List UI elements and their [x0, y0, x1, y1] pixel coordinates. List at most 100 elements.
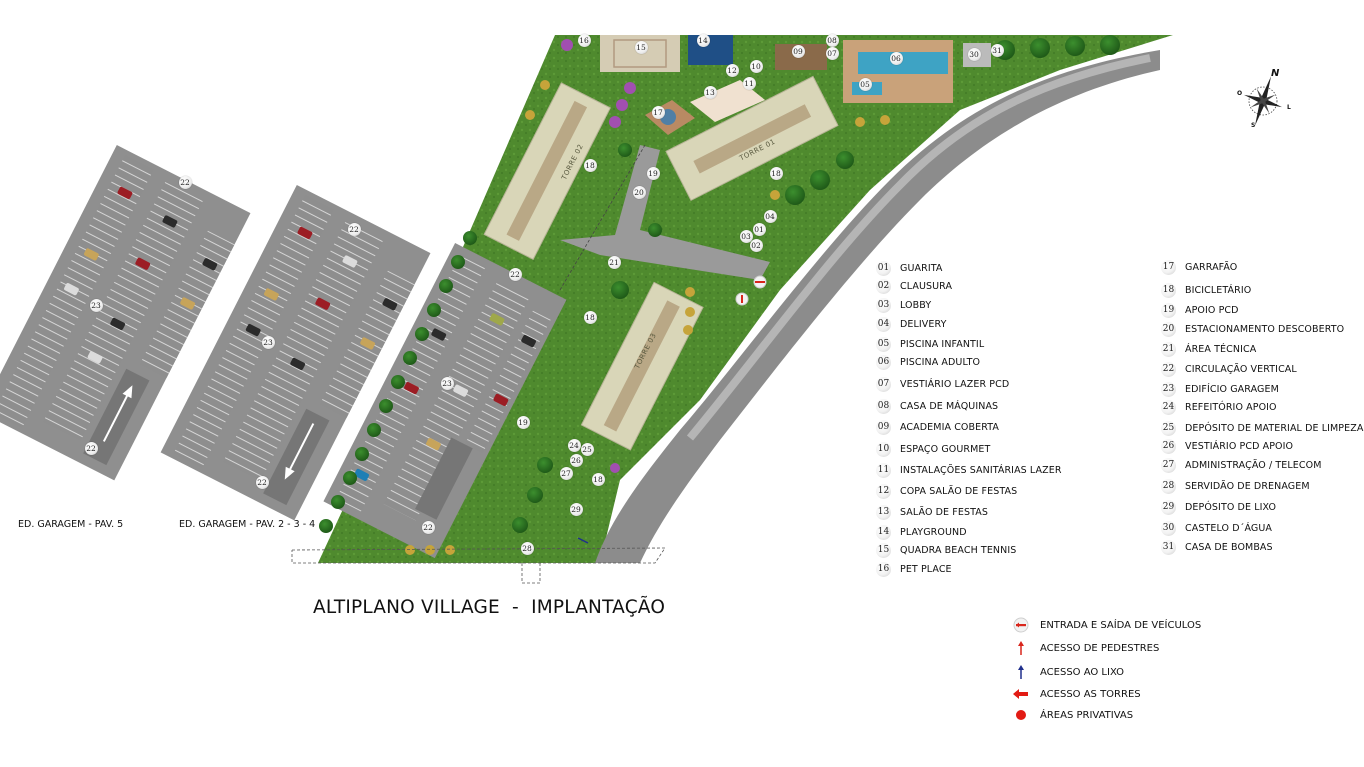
legend-number-badge: 19	[1161, 302, 1176, 318]
legend-number-badge: 15	[876, 542, 891, 558]
legend-label: COPA SALÃO DE FESTAS	[900, 485, 1018, 497]
legend-number-badge: 23	[1161, 381, 1176, 397]
legend-label: ÁREA TÉCNICA	[1185, 343, 1257, 355]
legend-label: CASTELO D´ÁGUA	[1185, 522, 1273, 534]
private-area-dot-icon	[1012, 707, 1030, 723]
legend-label: PISCINA INFANTIL	[900, 338, 985, 350]
legend-number-badge: 20	[1161, 321, 1176, 337]
map-marker-08: 08	[825, 33, 839, 47]
legend-number-badge: 29	[1161, 499, 1176, 515]
legend-number-badge: 01	[876, 260, 891, 276]
legend-number-badge: 14	[876, 524, 891, 540]
legend-number-badge: 18	[1161, 282, 1176, 298]
map-marker-02: 02	[749, 238, 763, 252]
legend-number-badge: 06	[876, 354, 891, 370]
legend-number-badge: 26	[1161, 438, 1176, 454]
legend-label: ESPAÇO GOURMET	[900, 443, 991, 455]
map-marker-04: 04	[763, 209, 777, 223]
legend-number-badge: 17	[1161, 259, 1176, 275]
symbol-legend-item: ENTRADA E SAÍDA DE VEÍCULOS	[1012, 617, 1201, 633]
map-marker-25: 25	[580, 442, 594, 456]
compass-west-label: O	[1237, 90, 1243, 97]
legend-label: DEPÓSITO DE LIXO	[1185, 501, 1277, 513]
legend-label: CIRCULAÇÃO VERTICAL	[1185, 363, 1297, 375]
legend-label: CASA DE MÁQUINAS	[900, 400, 999, 412]
legend-item: 20 ESTACIONAMENTO DESCOBERTO	[1161, 321, 1344, 337]
symbol-legend-item: ACESSO AS TORRES	[1012, 686, 1141, 702]
legend-label: LOBBY	[900, 299, 932, 311]
legend-number-badge: 04	[876, 316, 891, 332]
legend-number-badge: 08	[876, 398, 891, 414]
map-marker-01: 01	[752, 222, 766, 236]
legend-label: QUADRA BEACH TENNIS	[900, 544, 1017, 556]
garage-pav5-caption: ED. GARAGEM - PAV. 5	[18, 519, 124, 530]
legend-number-badge: 07	[876, 376, 891, 392]
map-marker-14: 14	[696, 33, 710, 47]
map-marker-24: 24	[567, 438, 581, 452]
map-marker-22: 22	[178, 175, 192, 189]
symbol-legend-label: ÁREAS PRIVATIVAS	[1040, 709, 1134, 721]
map-marker-23: 23	[89, 298, 103, 312]
legend-label: ADMINISTRAÇÃO / TELECOM	[1185, 459, 1322, 471]
map-marker-22: 22	[255, 475, 269, 489]
legend-number-badge: 03	[876, 297, 891, 313]
legend-number-badge: 21	[1161, 341, 1176, 357]
legend-label: DEPÓSITO DE MATERIAL DE LIMPEZA	[1185, 422, 1364, 434]
map-marker-15: 15	[634, 40, 648, 54]
legend-label: EDIFÍCIO GARAGEM	[1185, 383, 1279, 395]
map-marker-13: 13	[703, 85, 717, 99]
legend-number-badge: 11	[876, 462, 891, 478]
legend-label: SALÃO DE FESTAS	[900, 506, 988, 518]
legend-number-badge: 24	[1161, 399, 1176, 415]
symbol-legend-label: ACESSO AO LIXO	[1040, 666, 1125, 678]
map-marker-19: 19	[646, 166, 660, 180]
legend-number-badge: 16	[876, 561, 891, 577]
legend-label: GARRAFÃO	[1185, 261, 1238, 273]
legend-label: ACADEMIA COBERTA	[900, 421, 1000, 433]
map-marker-18: 18	[769, 166, 783, 180]
legend-label: ESTACIONAMENTO DESCOBERTO	[1185, 323, 1345, 335]
map-marker-10: 10	[749, 59, 763, 73]
symbol-legend-label: ENTRADA E SAÍDA DE VEÍCULOS	[1040, 619, 1202, 631]
legend-item: 26 VESTIÁRIO PCD APOIO	[1161, 438, 1293, 454]
map-marker-30: 30	[967, 47, 981, 61]
legend-label: DELIVERY	[900, 318, 947, 330]
map-marker-12: 12	[725, 63, 739, 77]
symbol-legend-item: ÁREAS PRIVATIVAS	[1012, 707, 1133, 723]
legend-item: 16 PET PLACE	[876, 561, 952, 577]
map-marker-19: 19	[516, 415, 530, 429]
garage-pav234-plan	[160, 185, 431, 521]
legend-number-badge: 10	[876, 441, 891, 457]
legend-label: INSTALAÇÕES SANITÁRIAS LAZER	[900, 464, 1062, 476]
map-marker-22: 22	[508, 267, 522, 281]
map-marker-05: 05	[858, 77, 872, 91]
map-marker-06: 06	[889, 51, 903, 65]
legend-label: PET PLACE	[900, 563, 952, 575]
garage-pav5-plan	[0, 145, 251, 481]
compass-south-label: S	[1251, 122, 1256, 129]
map-marker-22: 22	[421, 520, 435, 534]
symbol-legend-label: ACESSO AS TORRES	[1040, 688, 1141, 700]
legend-number-badge: 02	[876, 278, 891, 294]
map-marker-11: 11	[742, 76, 756, 90]
map-marker-28: 28	[520, 541, 534, 555]
legend-label: VESTIÁRIO PCD APOIO	[1185, 440, 1294, 452]
legend-item: 15 QUADRA BEACH TENNIS	[876, 542, 1016, 558]
map-marker-21: 21	[607, 255, 621, 269]
map-marker-07: 07	[825, 46, 839, 60]
legend-label: SERVIDÃO DE DRENAGEM	[1185, 480, 1310, 492]
legend-number-badge: 31	[1161, 539, 1176, 555]
trash-arrow-icon	[1012, 664, 1030, 680]
legend-item: 10 ESPAÇO GOURMET	[876, 441, 990, 457]
